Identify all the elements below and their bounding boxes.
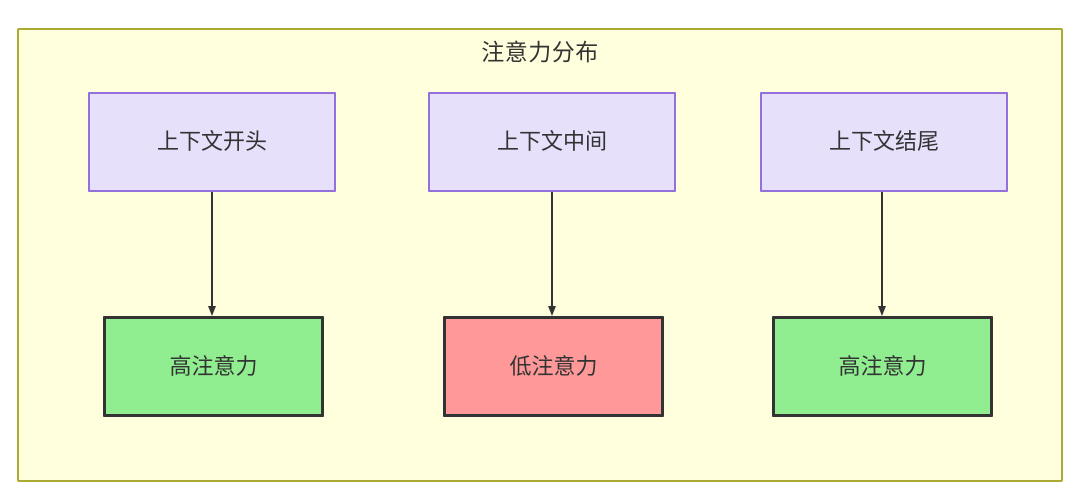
node-attention-high-start[interactable]: 高注意力 [103,316,324,417]
diagram-title: 注意力分布 [481,39,599,65]
node-attention-low-middle-label: 低注意力 [509,353,598,379]
node-context-end-label: 上下文结尾 [828,129,939,154]
node-context-start-label: 上下文开头 [156,129,267,154]
node-context-start[interactable]: 上下文开头 [88,92,336,192]
node-context-middle-label: 上下文中间 [496,129,607,154]
node-attention-high-end-label: 高注意力 [838,353,927,379]
node-attention-high-start-label: 高注意力 [169,353,258,379]
node-attention-high-end[interactable]: 高注意力 [772,316,993,417]
node-attention-low-middle[interactable]: 低注意力 [443,316,664,417]
node-context-middle[interactable]: 上下文中间 [428,92,676,192]
node-context-end[interactable]: 上下文结尾 [760,92,1008,192]
